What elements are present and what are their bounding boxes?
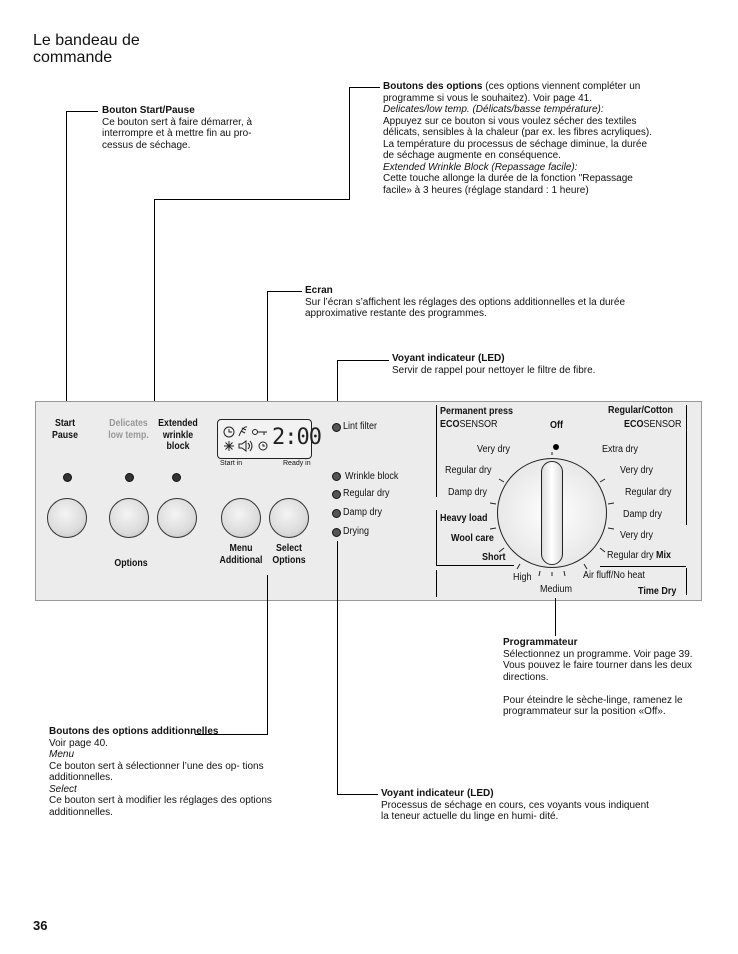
wrinkle-block-label: Wrinkle block [345,471,399,482]
heavy-load-label: Heavy load [440,513,488,524]
permanent-press-label: Permanent press [440,406,514,417]
dial-ticks [490,452,614,576]
callout-led-top: Voyant indicateur (LED) Servir de rappel… [392,353,596,376]
leader-line [154,199,155,415]
regular-dry-label: Regular dry [343,488,390,499]
leader-line [349,87,380,88]
leader-line [337,360,389,361]
drying-led [332,528,341,537]
extended-wrinkle-button[interactable] [157,498,197,538]
leader-line [267,291,302,292]
leader-line [66,111,67,406]
air-fluff-label: Air fluff/No heat [583,570,645,581]
wrinkle-led [172,473,181,482]
delicates-button[interactable] [109,498,149,538]
regular-dry-led [332,490,341,499]
callout-led-bottom: Voyant indicateur (LED) Processus de séc… [381,788,649,822]
dial-left-damp-dry: Damp dry [448,487,488,498]
select-button[interactable] [269,498,309,538]
display-icons [223,426,268,452]
start-pause-button[interactable] [47,498,87,538]
leader-line [154,199,350,200]
wrinkle-block-led [332,472,341,481]
dial-right-damp-dry: Damp dry [623,509,663,520]
dial-right-very-dry-2: Very dry [620,530,654,541]
leader-line [337,541,338,794]
leader-line [337,360,338,420]
dial-frame [436,570,437,597]
short-label: Short [482,552,506,563]
dial-frame [686,568,687,595]
regular-cotton-eco: ECOSENSOR [624,419,682,430]
callout-ecran: Ecran Sur l’écran s’affichent les réglag… [305,285,626,319]
dial-right-very-dry: Very dry [620,465,654,476]
callout-start-pause: Bouton Start/Pause Ce bouton sert à fair… [102,105,253,151]
dial-frame [436,565,514,566]
start-led [63,473,72,482]
dial-frame [686,405,687,525]
leader-line [195,734,267,735]
dial-frame [436,405,437,497]
dial-right-regular-dry: Regular dry [625,487,672,498]
leader-line [267,291,268,419]
dial-left-very-dry: Very dry [477,444,511,455]
regular-cotton-label: Regular/Cotton [608,405,673,416]
lint-filter-label: Lint filter [343,421,378,432]
time-dry-label: Time Dry [638,586,677,597]
dial-frame [436,510,437,565]
callout-programmateur: Programmateur Sélectionnez un programme.… [503,637,693,717]
display-time: 2:00 [272,425,322,450]
options-label: Options [114,558,148,569]
page-number: 36 [33,918,48,933]
leader-line [267,575,268,735]
drying-label: Drying [343,526,370,537]
regular-dry-mix-label: Regular dry Mix [607,550,672,561]
delicates-led [125,473,134,482]
off-dot [553,444,559,450]
callout-additional: Boutons des options additionnelles Voir … [49,726,272,818]
callout-options: Boutons des options (ces options viennen… [383,81,653,196]
leader-line [349,87,350,200]
leader-line [555,598,556,636]
menu-button[interactable] [221,498,261,538]
dial-frame [600,566,686,567]
high-label: High [513,572,532,583]
wool-care-label: Wool care [451,533,494,544]
leader-line [66,111,98,112]
display-screen: 2:00 [217,419,322,459]
page-title: Le bandeau de commande [33,32,140,66]
dial-left-regular-dry: Regular dry [445,465,492,476]
off-label: Off [550,420,564,431]
medium-label: Medium [540,584,573,595]
damp-dry-led [332,509,341,518]
dial-right-extra-dry: Extra dry [602,444,639,455]
ready-in-label: Ready in [283,460,311,467]
permanent-press-eco: ECOSENSOR [440,419,498,430]
damp-dry-label: Damp dry [343,507,383,518]
lint-filter-led [332,423,341,432]
leader-line [337,794,378,795]
start-in-label: Start in [220,460,243,467]
program-dial-grip[interactable] [541,461,563,565]
